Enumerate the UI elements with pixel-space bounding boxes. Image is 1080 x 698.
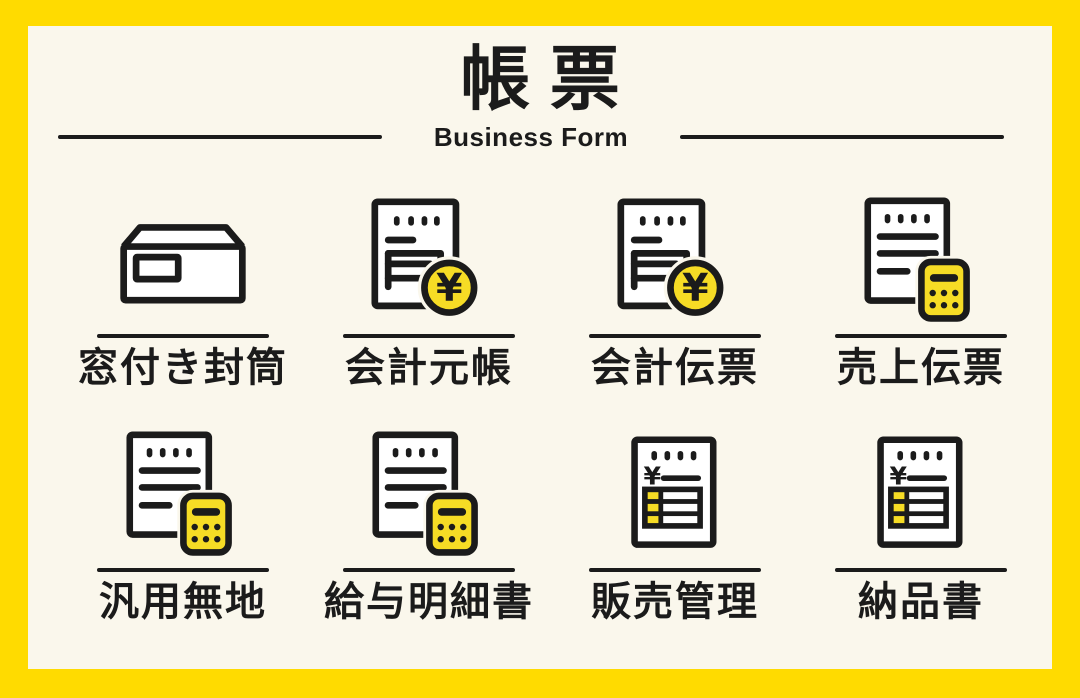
item-divider	[97, 568, 269, 572]
form-item-kyuyo-meisaisho: 給与明細書	[306, 424, 552, 626]
document-yen-coin-icon: ¥	[617, 198, 727, 320]
item-label: 売上伝票	[837, 346, 1005, 390]
windowed-envelope-icon	[120, 224, 246, 304]
item-label: 給与明細書	[324, 580, 534, 624]
form-item-nohinsho: ¥ 納品書	[798, 424, 1044, 626]
svg-text:¥: ¥	[436, 267, 463, 311]
header-line-left	[58, 135, 382, 139]
item-divider	[835, 334, 1007, 338]
item-divider	[835, 568, 1007, 572]
document-ledger-table-icon: ¥	[877, 436, 963, 548]
item-label: 会計元帳	[345, 346, 513, 390]
document-calculator-icon	[864, 197, 973, 325]
item-label: 納品書	[858, 580, 984, 624]
form-item-kaikei-gencho: ¥ 会計元帳	[306, 190, 552, 392]
svg-text:¥: ¥	[890, 462, 908, 491]
header-line-right	[680, 135, 1005, 139]
document-calculator-icon	[372, 431, 481, 559]
item-divider	[589, 568, 761, 572]
poster-canvas: 帳 票 Business Form 窓付	[28, 26, 1052, 669]
item-label: 窓付き封筒	[78, 346, 288, 390]
item-divider	[589, 334, 761, 338]
items-grid: 窓付き封筒	[52, 190, 1052, 626]
document-yen-coin-icon: ¥	[371, 198, 481, 320]
form-item-kaikei-denpyo: ¥ 会計伝票	[552, 190, 798, 392]
item-label: 汎用無地	[99, 580, 267, 624]
form-item-madotsuki-futo: 窓付き封筒	[60, 190, 306, 392]
subtitle-row: Business Form	[28, 122, 1052, 152]
document-ledger-table-icon: ¥	[631, 436, 717, 548]
item-divider	[343, 334, 515, 338]
document-calculator-icon	[126, 431, 235, 559]
item-divider	[343, 568, 515, 572]
item-label: 販売管理	[591, 580, 759, 624]
item-label: 会計伝票	[591, 346, 759, 390]
page-title: 帳 票	[460, 40, 620, 118]
form-item-hanyo-muji: 汎用無地	[60, 424, 306, 626]
form-item-uriage-denpyo: 売上伝票	[798, 190, 1044, 392]
svg-text:¥: ¥	[644, 462, 662, 491]
item-divider	[97, 334, 269, 338]
page-subtitle: Business Form	[433, 121, 629, 152]
form-item-hanbai-kanri: ¥ 販売管理	[552, 424, 798, 626]
svg-text:¥: ¥	[682, 267, 709, 311]
